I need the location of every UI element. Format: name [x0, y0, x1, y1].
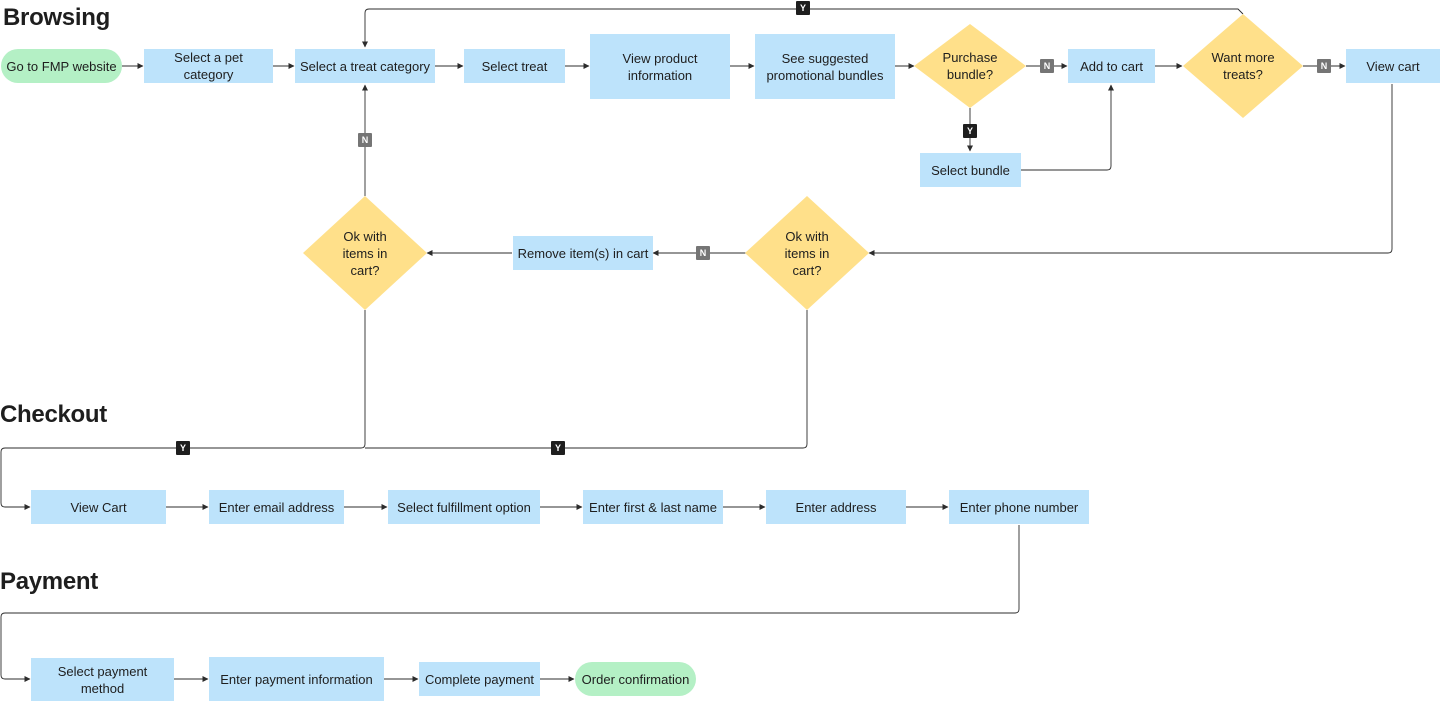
edge-ok-right-yes-to-checkout	[365, 310, 808, 449]
node-enter-name[interactable]: Enter first & last name	[583, 490, 723, 524]
node-view-cart[interactable]: View cart	[1346, 49, 1440, 83]
node-select-treat-category[interactable]: Select a treat category	[295, 49, 435, 83]
node-select-fulfillment[interactable]: Select fulfillment option	[388, 490, 540, 524]
node-select-bundle[interactable]: Select bundle	[920, 153, 1021, 187]
node-order-confirmation[interactable]: Order confirmation	[575, 662, 696, 696]
node-enter-address[interactable]: Enter address	[766, 490, 906, 524]
badge-yes-more-treats: Y	[796, 1, 810, 15]
node-complete-payment[interactable]: Complete payment	[419, 662, 540, 696]
node-select-pet-category[interactable]: Select a pet category	[144, 49, 273, 83]
node-enter-phone[interactable]: Enter phone number	[949, 490, 1089, 524]
edge-phone-to-payment	[0, 525, 1020, 682]
badge-no-ok-items-right: N	[696, 246, 710, 260]
node-go-to-fmp-website[interactable]: Go to FMP website	[1, 49, 122, 83]
node-see-suggested-bundles[interactable]: See suggested promotional bundles	[755, 34, 895, 99]
badge-yes-ok-items-right: Y	[551, 441, 565, 455]
badge-no-more-treats: N	[1317, 59, 1331, 73]
decision-want-more-treats-label: Want more treats?	[1211, 50, 1275, 82]
badge-yes-ok-items-left: Y	[176, 441, 190, 455]
decision-ok-items-left-label: Ok with items in cart?	[342, 228, 388, 278]
node-select-treat[interactable]: Select treat	[464, 49, 565, 83]
edge-more-treats-yes-loop	[362, 8, 1244, 48]
node-select-payment-method[interactable]: Select payment method	[31, 658, 174, 701]
node-view-product-information[interactable]: View product information	[590, 34, 730, 99]
decision-ok-items-right-label: Ok with items in cart?	[784, 228, 830, 278]
section-title-payment: Payment	[0, 568, 98, 595]
badge-no-purchase-bundle: N	[1040, 59, 1054, 73]
node-remove-items[interactable]: Remove item(s) in cart	[513, 236, 653, 270]
edge-ok-left-yes-to-checkout	[0, 310, 366, 510]
section-title-browsing: Browsing	[3, 4, 110, 31]
badge-yes-purchase-bundle: Y	[963, 124, 977, 138]
node-add-to-cart[interactable]: Add to cart	[1068, 49, 1155, 83]
badge-no-ok-items-left: N	[358, 133, 372, 147]
edge-select-bundle-to-add-cart	[1021, 84, 1114, 171]
edge-view-cart-to-ok-right	[868, 84, 1393, 256]
decision-ok-items-right-shape	[745, 196, 869, 310]
decision-want-more-treats-shape	[1183, 14, 1303, 118]
node-view-cart-checkout[interactable]: View Cart	[31, 490, 166, 524]
section-title-checkout: Checkout	[0, 401, 107, 428]
node-enter-email[interactable]: Enter email address	[209, 490, 344, 524]
node-enter-payment-info[interactable]: Enter payment information	[209, 657, 384, 701]
decision-purchase-bundle-label: Purchase bundle?	[942, 50, 998, 82]
decision-ok-items-left-shape	[303, 196, 427, 310]
decision-purchase-bundle-shape	[914, 24, 1026, 108]
